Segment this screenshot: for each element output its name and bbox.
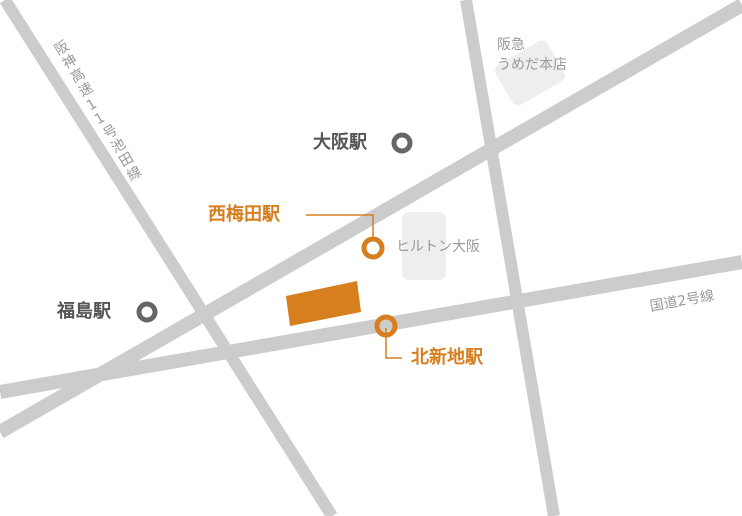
- hankyu-label-line1: 阪急: [497, 37, 525, 53]
- hankyu-label-line2: うめだ本店: [497, 57, 567, 73]
- osaka-station-marker-icon: [391, 132, 413, 154]
- road-vertical: [460, 0, 560, 516]
- fukushima-station-label: 福島駅: [57, 301, 111, 322]
- kita-shinchi-station-marker-icon: [374, 314, 398, 338]
- nishi-umeda-station-label: 西梅田駅: [208, 204, 280, 225]
- hilton-label: ヒルトン大阪: [396, 239, 480, 255]
- road-route2: [0, 255, 742, 399]
- fukushima-station-marker-icon: [136, 301, 158, 323]
- nishi-umeda-leader-line: [306, 214, 374, 246]
- hilton-building-block: [402, 212, 446, 280]
- osaka-station-label: 大阪駅: [313, 132, 367, 153]
- road-diagonal: [0, 0, 742, 439]
- kita-shinchi-leader-line: [385, 328, 402, 359]
- nishi-umeda-station-marker-icon: [361, 236, 385, 260]
- hankyu-building-block: [495, 40, 565, 106]
- destination-building: [286, 281, 361, 326]
- road-hanshin-expressway: [0, 0, 338, 516]
- kita-shinchi-station-label: 北新地駅: [411, 347, 483, 368]
